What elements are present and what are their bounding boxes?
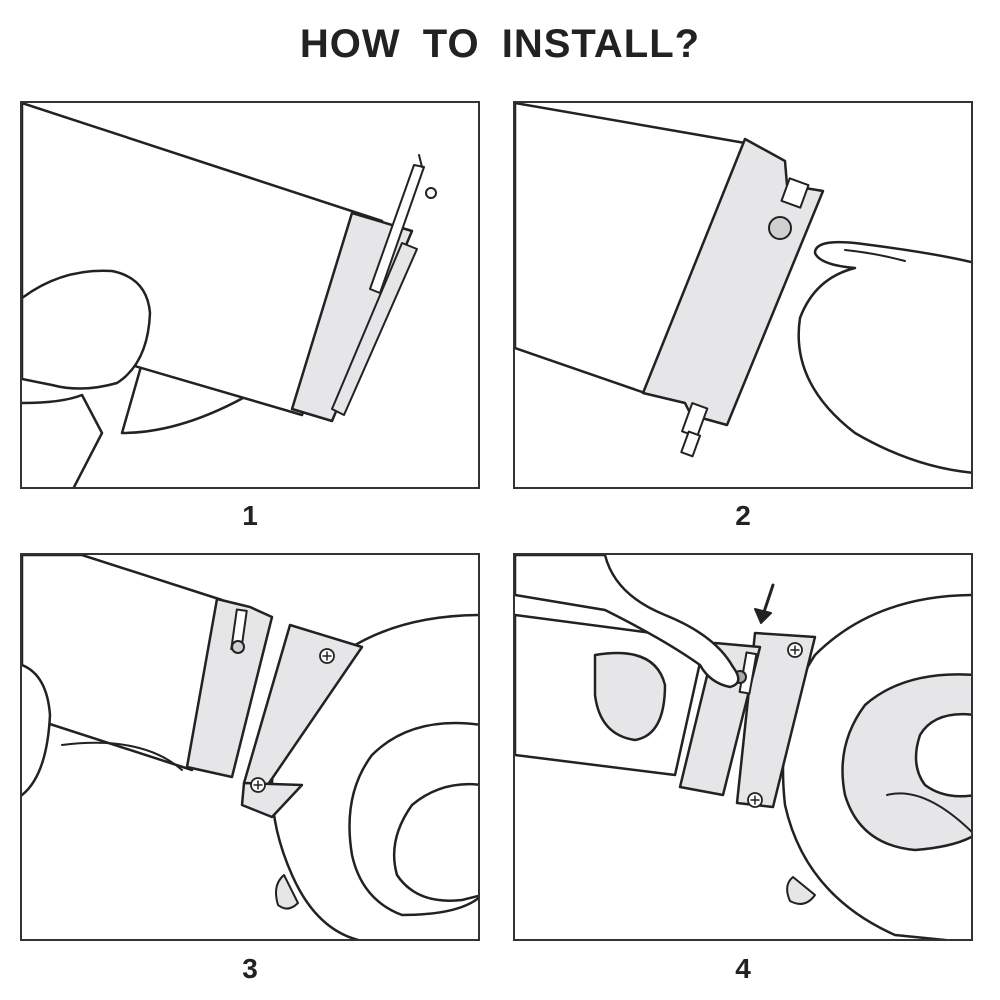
hand-left [22,663,52,797]
spring-bar-tip [680,430,702,458]
spring-bar-tip [418,154,423,168]
watch-lug [735,631,817,809]
screw-slot [750,795,760,805]
step-2-drawing [515,103,971,474]
strap-metal-end [641,137,825,427]
spring-bar [369,164,425,294]
screw-slot [790,645,800,655]
page-title: HOW TO INSTALL? [299,22,701,66]
watch-crown [275,874,299,910]
screw-slot [253,780,263,790]
spring-bar-bottom [681,402,709,438]
finger [22,269,152,390]
step-2-illustration [513,101,973,489]
finger [797,240,971,474]
step-4-drawing [515,555,971,939]
strap-cutout [593,651,667,742]
watch-crown [786,876,816,905]
strap-lug-edge [331,242,418,416]
step-3-illustration [20,553,480,941]
hand-outline [515,594,606,611]
screw-slot [322,651,332,661]
spring-bar-pin [768,216,792,240]
step-number-3: 3 [242,953,258,984]
step-number-2: 2 [735,500,751,531]
arrow-head-icon [754,608,772,624]
step-3-drawing [22,555,478,939]
step-number-4: 4 [735,953,751,984]
step-1-illustration [20,101,480,489]
hand-outline [22,393,104,487]
thumb-outline [886,792,971,833]
step-1-drawing [22,103,437,487]
spring-bar-top [780,177,810,209]
finger [515,555,740,689]
spring-bar-pin [425,187,437,199]
strap-metal-end [185,597,274,779]
fingernail [844,249,906,262]
thumb [392,783,478,902]
arrow-icon [761,583,775,617]
step-4-illustration [513,553,973,941]
hand-outline [61,741,183,771]
step-number-1: 1 [242,500,258,531]
thumb [914,713,971,798]
spring-bar-pin [231,640,245,654]
